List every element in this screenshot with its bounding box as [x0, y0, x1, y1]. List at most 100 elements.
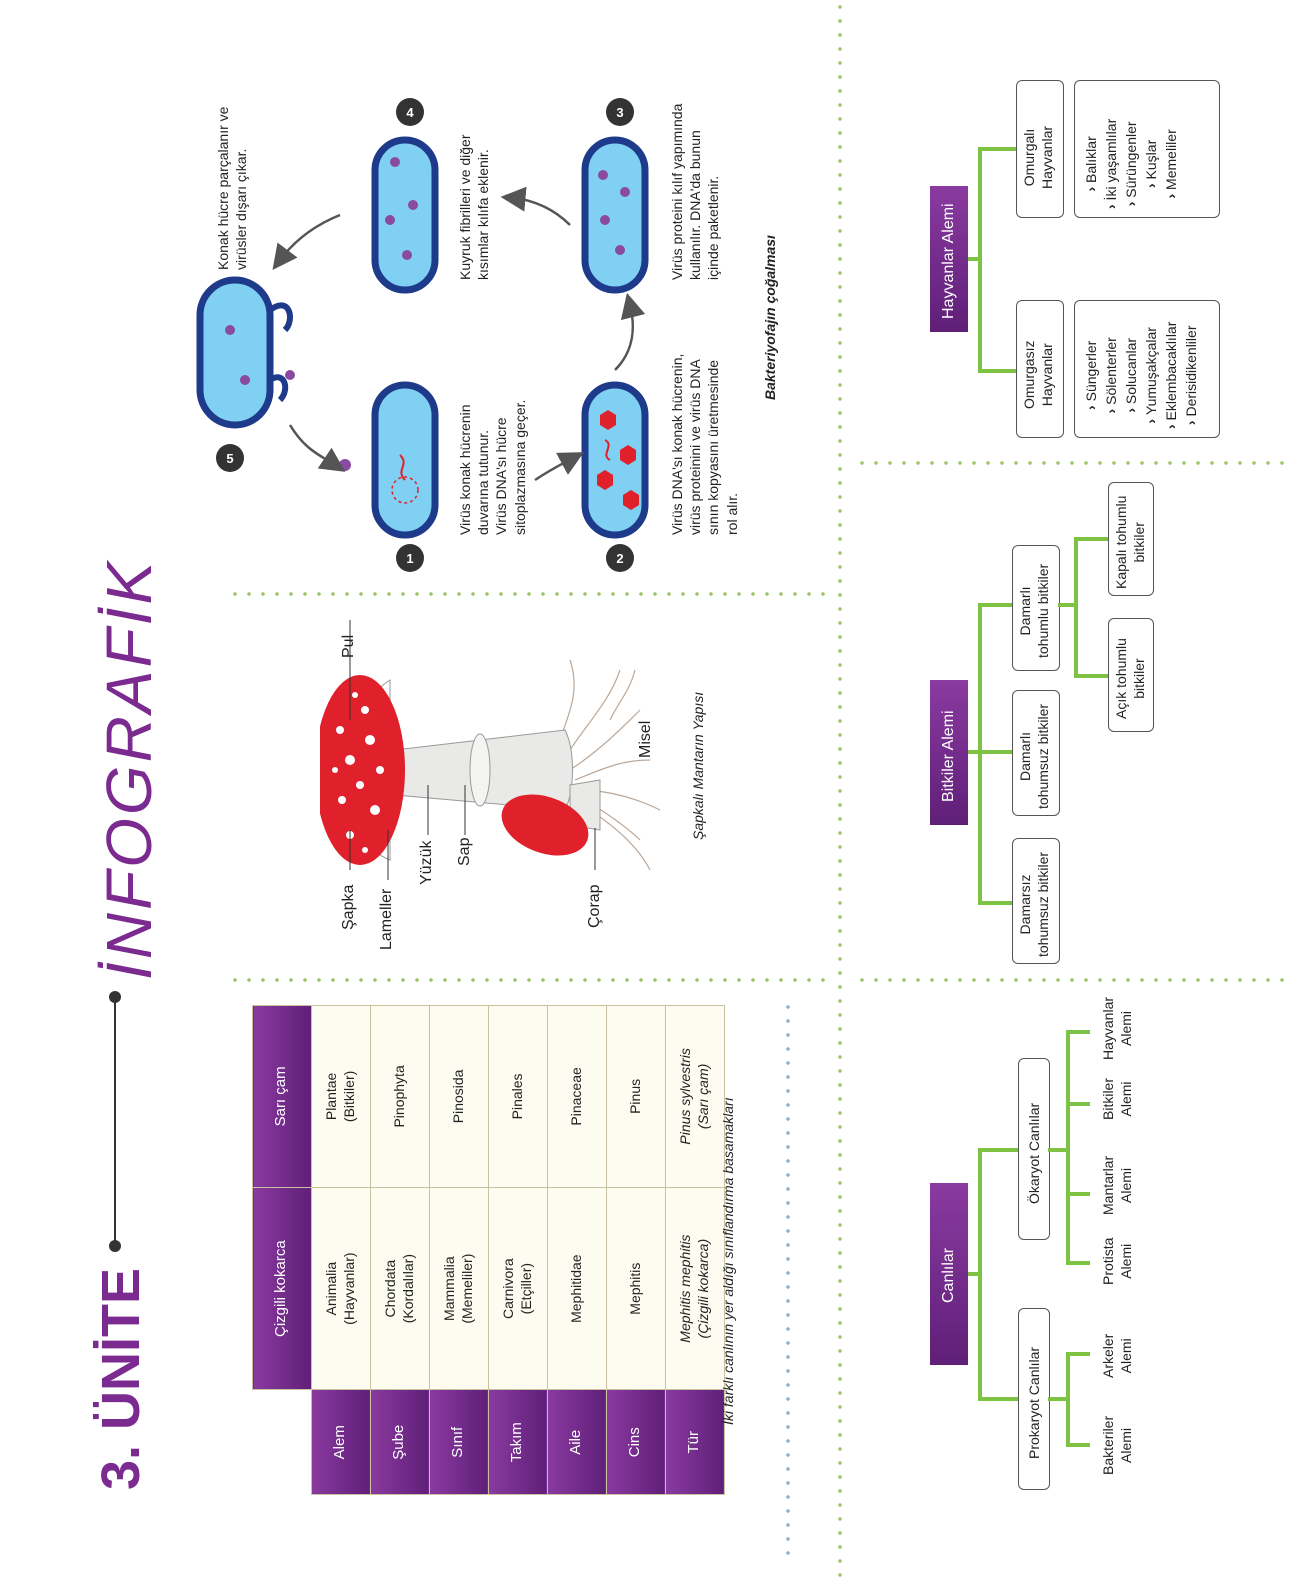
- tree-line: [968, 750, 980, 754]
- label-corap: Çorap: [586, 884, 603, 928]
- list-item: Balıklar: [1081, 119, 1101, 209]
- table-cell: Pinaceae: [547, 1005, 606, 1188]
- list-omurgasiz: SüngerlerSölenterlerSolucanlarYumuşakçal…: [1074, 300, 1220, 438]
- tree-line: [978, 1397, 1018, 1401]
- table-cell: Mephitis: [606, 1187, 665, 1390]
- phage-caption: Bakteriyofajın çoğalması: [762, 235, 778, 400]
- tree-line: [1074, 537, 1078, 678]
- list-item: Memeliler: [1161, 119, 1181, 209]
- step-badge: 1: [396, 544, 424, 572]
- label-misel: Misel: [637, 720, 654, 758]
- list-item: Sürüngenler: [1121, 119, 1141, 209]
- tree-line: [968, 1272, 980, 1276]
- tree-root-bitkiler: Bitkiler Alemi: [930, 680, 968, 825]
- tree-line: [1048, 1148, 1068, 1152]
- separator: [786, 1000, 790, 1560]
- tree-line: [978, 901, 1012, 905]
- label-sapka: Şapka: [340, 884, 357, 930]
- col-header: Sarı çam: [252, 1005, 311, 1188]
- tree-line: [1066, 1352, 1090, 1356]
- table-cell: Carnivora (Etçiller): [488, 1187, 547, 1390]
- table-cell: Mephitidae: [547, 1187, 606, 1390]
- tree-line: [978, 1148, 982, 1400]
- tree-line: [978, 603, 982, 905]
- mushroom-caption: Şapkalı Mantarın Yapısı: [690, 691, 706, 840]
- separator: [228, 978, 828, 982]
- table-cell: Mephitis mephitis (Çizgili kokarca): [665, 1187, 724, 1390]
- rank-label: Tür: [665, 1390, 724, 1495]
- tree-line: [968, 257, 980, 261]
- phage-cycle: [196, 136, 649, 539]
- label-lameller: Lameller: [378, 888, 395, 950]
- tree-line: [978, 603, 1012, 607]
- list-item: Süngerler: [1081, 322, 1101, 429]
- label-yuzuk: Yüzük: [418, 840, 435, 885]
- step-badge: 3: [606, 98, 634, 126]
- node-okaryot: Ökaryot Canlılar: [1018, 1058, 1050, 1240]
- list-item: Kuşlar: [1141, 119, 1161, 209]
- table-cell: Chordata (Kordalılar): [370, 1187, 429, 1390]
- table-caption: İki farklı canlının yer aldığı sınıfland…: [720, 1097, 736, 1425]
- list-item: Eklembacaklılar: [1161, 322, 1181, 429]
- table-cell: Mammalia (Memeliler): [429, 1187, 488, 1390]
- tree-line: [978, 147, 1016, 151]
- list-item: Sölenterler: [1101, 322, 1121, 429]
- tree-root-canlilar: Canlılar: [930, 1183, 968, 1365]
- tree-line: [978, 147, 982, 373]
- tree-line: [1066, 1030, 1070, 1264]
- header-dot: [109, 1240, 121, 1252]
- tree-line: [1058, 603, 1076, 607]
- table-cell: Pinus: [606, 1005, 665, 1188]
- separator: [855, 461, 1285, 465]
- tree-root-hayvanlar: Hayvanlar Alemi: [930, 186, 968, 332]
- rank-label: Aile: [547, 1390, 606, 1495]
- header-dot: [109, 991, 121, 1003]
- section-title: İNFOGRAFİK: [93, 558, 165, 980]
- rank-label: Cins: [606, 1390, 665, 1495]
- list-item: Derisidikenliler: [1181, 322, 1201, 429]
- tree-line: [978, 369, 1016, 373]
- header-line: [114, 1000, 116, 1246]
- separator: [228, 592, 828, 596]
- separator: [855, 978, 1285, 982]
- tree-line: [978, 1148, 1018, 1152]
- table-cell: Pinophyta: [370, 1005, 429, 1188]
- table-cell: Plantae (Bitkiler): [311, 1005, 370, 1188]
- step-badge: 5: [216, 444, 244, 472]
- label-sap: Sap: [456, 837, 473, 866]
- tree-line: [1066, 1352, 1070, 1446]
- tree-line: [978, 750, 1012, 754]
- tree-line: [1066, 1192, 1090, 1196]
- list-item: Solucanlar: [1121, 322, 1141, 429]
- col-header: Çizgili kokarca: [252, 1187, 311, 1390]
- rank-label: Sınıf: [429, 1390, 488, 1495]
- tree-line: [1066, 1102, 1090, 1106]
- separator: [838, 0, 842, 1587]
- node-prokaryot: Prokaryot Canlılar: [1018, 1308, 1050, 1490]
- list-omurgali: Balıklarİki yaşamlılarSürüngenlerKuşlarM…: [1074, 80, 1220, 218]
